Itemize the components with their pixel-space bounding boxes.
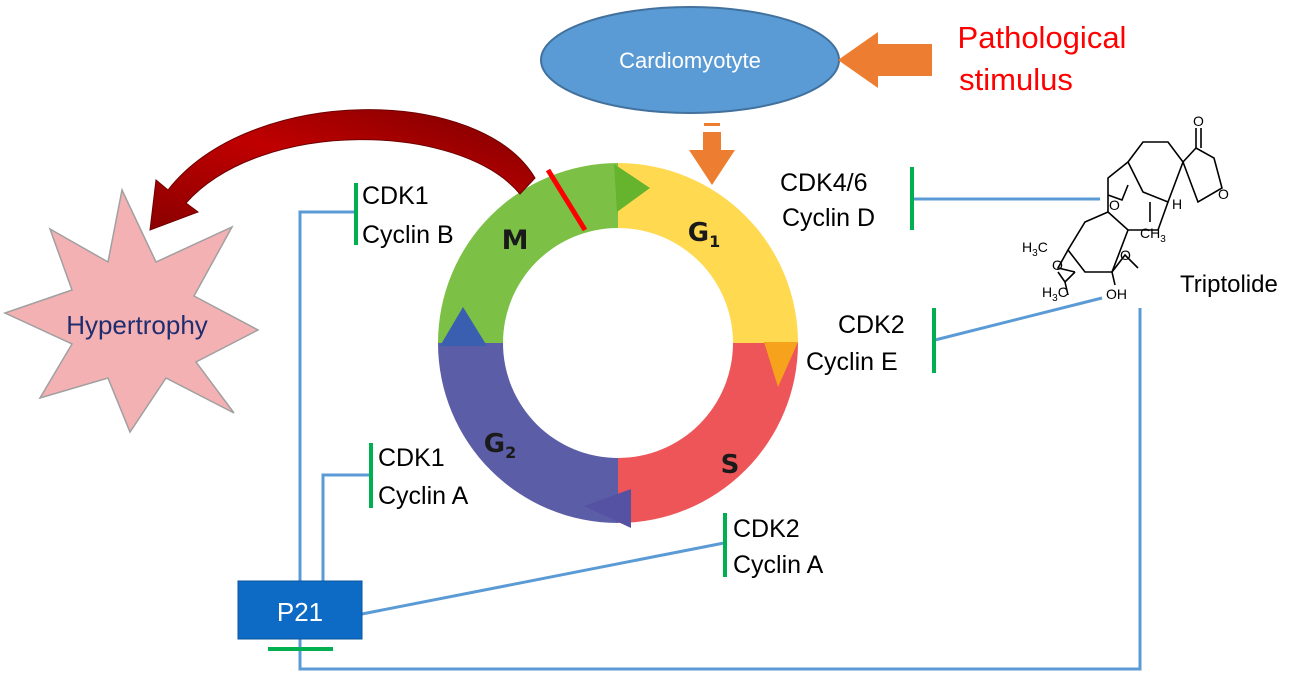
epoxide-3	[1111, 253, 1139, 273]
phase-label-m: M	[502, 225, 529, 256]
atom-ch3: CH3	[1140, 225, 1166, 245]
atom-oh: OH	[1106, 286, 1127, 302]
connector-cdk2-cyclin-a	[361, 541, 725, 616]
phase-label-g2: G2	[484, 429, 516, 462]
atom-o-carbonyl: O	[1193, 113, 1204, 129]
phase-label-g1: G1	[688, 218, 720, 251]
checkpoint-mark	[545, 168, 588, 232]
atom-h3c-2-h: H	[1042, 284, 1052, 300]
atom-h3c-2: H3C	[1042, 284, 1068, 304]
triptolide-label: Triptolide	[1180, 271, 1278, 298]
atom-h3c-2-c: C	[1058, 284, 1068, 300]
s-to-g2-arrowhead	[584, 489, 631, 528]
connector-triptolide-loop	[298, 308, 1142, 671]
atom-h3c-2-sub: 3	[1052, 293, 1058, 304]
m-to-g1-arrowhead	[614, 164, 650, 212]
epoxide-2	[1056, 249, 1076, 273]
hypertrophy-arrow	[149, 109, 536, 231]
stimulus-arrow	[838, 32, 932, 88]
complex-cyclin: Cyclin D	[782, 204, 875, 232]
cell-cycle-ring: M G1 S G2	[438, 163, 798, 528]
atom-h: H	[1172, 196, 1182, 212]
p21-box	[237, 580, 363, 640]
connector-cdk1-cyclin-b	[298, 210, 355, 598]
complex-cdk1-cyclin-b: CDK1 Cyclin B	[354, 182, 454, 249]
isopropyl-bond-2	[1064, 281, 1069, 296]
down-arrow-shape	[689, 132, 735, 185]
epoxide-1	[1107, 184, 1129, 202]
phase-label-g2-main: G	[484, 429, 505, 459]
hypertrophy-star	[2, 187, 260, 434]
connector-cdk2-cyclin-e	[934, 296, 1103, 342]
ring-c	[1127, 141, 1184, 204]
phase-label-g2-sub: 2	[505, 443, 516, 462]
oh-bond	[1111, 271, 1116, 286]
atom-ch3-main: CH	[1140, 225, 1160, 241]
g1-segment	[618, 163, 798, 343]
cardiomyocyte-label: Cardiomyotyte	[619, 48, 761, 73]
stimulus-label-line2: stimulus	[959, 62, 1073, 97]
g1-to-s-arrowhead	[764, 342, 798, 387]
cardiomyocyte: Cardiomyotyte	[540, 6, 840, 114]
complex-kinase: CDK2	[733, 515, 800, 543]
hypertrophy-label: Hypertrophy	[66, 310, 208, 340]
atom-h3c-1-c: C	[1038, 239, 1048, 255]
down-arrow-dash	[704, 123, 720, 126]
atom-ch3-sub: 3	[1160, 234, 1166, 245]
atom-o-epoxide2: O	[1052, 257, 1063, 273]
g2-segment	[438, 343, 618, 523]
complex-cyclin: Cyclin B	[362, 221, 454, 249]
hypertrophy: Hypertrophy	[2, 187, 260, 434]
triptolide-atoms: O O O O O H CH3 H3C H3C OH	[1022, 113, 1229, 304]
atom-o-epoxide3: O	[1120, 247, 1131, 263]
atom-h3c-1: H3C	[1022, 239, 1048, 259]
complex-cyclin: Cyclin A	[378, 482, 469, 510]
lactone-ring	[1182, 146, 1223, 204]
complex-kinase: CDK1	[378, 444, 445, 472]
atom-o-lactone: O	[1218, 186, 1229, 202]
triptolide-structure	[1056, 128, 1223, 296]
ring-a	[1067, 211, 1129, 273]
s-segment	[618, 343, 798, 523]
stimulus-label-line1: Pathological	[958, 20, 1127, 55]
complex-kinase: CDK2	[838, 311, 905, 339]
complex-cdk2-cyclin-a: CDK2 Cyclin A	[723, 513, 824, 579]
g2-to-m-arrowhead	[440, 307, 487, 346]
complex-cdk1-cyclin-a: CDK1 Cyclin A	[369, 443, 469, 510]
complex-kinase: CDK1	[362, 182, 429, 210]
complex-cdk2-cyclin-e: CDK2 Cyclin E	[806, 308, 936, 376]
connector-lines	[298, 197, 1142, 671]
phase-label-g1-main: G	[688, 218, 709, 248]
connector-cdk1-cyclin-a	[321, 473, 370, 598]
isopropyl	[1057, 271, 1076, 284]
atom-h3c-1-sub: 3	[1032, 248, 1038, 259]
complex-cdk46-cyclin-d: CDK4/6 Cyclin D	[780, 167, 914, 232]
curved-arrow-body	[149, 109, 536, 231]
complex-kinase: CDK4/6	[780, 169, 868, 197]
p21: P21	[237, 580, 363, 651]
p21-label: P21	[277, 597, 323, 627]
complex-cyclin: Cyclin E	[806, 348, 898, 376]
atom-o-epoxide1: O	[1109, 197, 1120, 213]
atom-h3c-1-h: H	[1022, 239, 1032, 255]
phase-label-g1-sub: 1	[709, 232, 720, 251]
pathological-stimulus: Pathological stimulus	[838, 20, 1126, 97]
ring-b	[1107, 161, 1169, 231]
complex-cyclin: Cyclin A	[733, 551, 824, 579]
down-arrow	[689, 123, 735, 185]
phase-label-s: S	[721, 450, 740, 480]
